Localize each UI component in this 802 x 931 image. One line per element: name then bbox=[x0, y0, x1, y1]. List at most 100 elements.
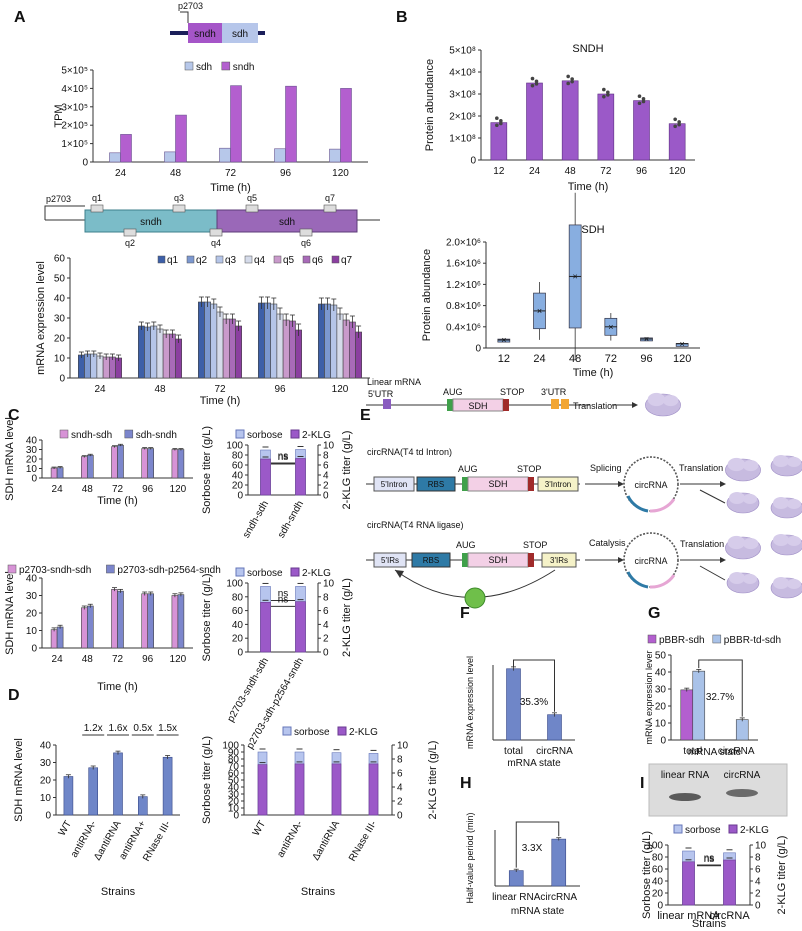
probe-label: q4 bbox=[211, 238, 221, 248]
legend-label: sdh bbox=[196, 62, 212, 73]
legend-label: p2703-sdh-p2564-sndh bbox=[117, 565, 220, 576]
process-label: Translation bbox=[680, 539, 724, 549]
bar-2klg bbox=[295, 458, 306, 496]
y-axis-label: mRNA expression level bbox=[465, 656, 475, 749]
probe-label: q1 bbox=[92, 193, 102, 203]
y-tick-label: 20 bbox=[652, 889, 664, 900]
legend-label: sorbose bbox=[685, 825, 721, 836]
element-label: 3'UTR bbox=[541, 387, 567, 397]
y-tick-label: 2×10⁵ bbox=[61, 121, 88, 132]
legend-swatch bbox=[273, 255, 282, 264]
legend-label: q6 bbox=[312, 255, 324, 266]
x-axis-label: Time (h) bbox=[568, 181, 609, 193]
y-tick-label: 50 bbox=[54, 274, 66, 285]
bar-sdh-sndh bbox=[56, 467, 64, 479]
bar-p2703-sndh-sdh bbox=[81, 607, 88, 649]
process-label: Translation bbox=[679, 463, 723, 473]
process-label: Catalysis bbox=[589, 538, 626, 548]
protein-blob-highlight bbox=[729, 492, 745, 504]
data-point bbox=[641, 97, 646, 101]
gene-box-sndh bbox=[188, 23, 222, 43]
bar-48 bbox=[561, 80, 579, 161]
y-tick-label: 90 bbox=[228, 748, 240, 759]
element-stop bbox=[528, 477, 534, 491]
gene-label: sdh bbox=[279, 217, 295, 228]
arrowhead bbox=[632, 402, 638, 408]
data-point bbox=[570, 77, 574, 81]
legend-label: q2 bbox=[196, 255, 208, 266]
arrowhead bbox=[618, 481, 624, 487]
y2-tick-label: 4 bbox=[755, 877, 761, 888]
data-point bbox=[606, 90, 610, 95]
process-label: Splicing bbox=[590, 463, 622, 473]
sig-label: ns bbox=[704, 853, 715, 864]
y-tick-label: 5×10⁵ bbox=[61, 66, 88, 77]
protein-blob-highlight bbox=[647, 392, 666, 407]
arrow bbox=[699, 565, 726, 581]
y2-tick-label: 10 bbox=[323, 441, 335, 452]
protein-blob-highlight bbox=[743, 574, 757, 584]
x-tick-label: ΔantiRNA bbox=[311, 819, 343, 863]
y2-axis-label: 2-KLG titer (g/L) bbox=[341, 578, 353, 657]
x-tick-label: 24 bbox=[52, 484, 64, 495]
y-tick-label: 40 bbox=[26, 436, 38, 447]
element-label: STOP bbox=[500, 387, 524, 397]
bar-q1 bbox=[138, 325, 145, 379]
protein-blob-highlight bbox=[663, 395, 679, 407]
x-tick-label: 48 bbox=[82, 484, 94, 495]
bar-2klg bbox=[257, 764, 268, 816]
x-tick-label: 24 bbox=[529, 166, 541, 177]
element-5irs bbox=[373, 552, 407, 568]
legend-swatch bbox=[647, 634, 657, 644]
bar-q1 bbox=[317, 303, 325, 379]
y-tick-label: 60 bbox=[54, 254, 66, 265]
process-label: Translation bbox=[573, 401, 617, 411]
bar-sdh bbox=[109, 152, 121, 163]
data-point bbox=[530, 83, 535, 88]
y-tick-label: 40 bbox=[232, 471, 244, 482]
probe-marker bbox=[209, 228, 223, 237]
bar-p2703-sndh-sdh bbox=[50, 629, 58, 649]
y-axis-label: SDH mRNA level bbox=[13, 738, 25, 822]
bar-sndh bbox=[120, 134, 132, 163]
y-tick-label: 1.6×10⁶ bbox=[446, 259, 481, 270]
x-tick-label: 120 bbox=[673, 353, 691, 365]
bar-sdh-sndh bbox=[87, 454, 94, 479]
construct-title: Linear mRNA bbox=[367, 377, 421, 387]
data-point bbox=[570, 79, 574, 84]
x-tick-label: 96 bbox=[274, 384, 286, 395]
bar-q3 bbox=[90, 353, 98, 379]
legend-label: q3 bbox=[225, 255, 237, 266]
x-tick-label: 24 bbox=[52, 654, 64, 665]
bar-q6 bbox=[109, 356, 116, 379]
y-tick-label: 1×10⁸ bbox=[449, 134, 476, 145]
x-tick-label: 48 bbox=[154, 384, 166, 395]
element-label: SDH bbox=[468, 401, 487, 411]
data-point bbox=[530, 76, 535, 81]
gel-lane-label: linear RNA bbox=[661, 770, 710, 781]
y-tick-label: 0 bbox=[237, 491, 243, 502]
probe-marker bbox=[299, 228, 313, 237]
y-tick-label: 5×10⁸ bbox=[449, 46, 476, 57]
legend-label: sdh-sndh bbox=[136, 430, 177, 441]
y-tick-label: 1.2×10⁶ bbox=[446, 280, 481, 291]
y2-tick-label: 4 bbox=[323, 471, 329, 482]
x-tick-label: 48 bbox=[565, 166, 577, 177]
bar-ΔantiRNA bbox=[113, 752, 123, 816]
circrna-arc bbox=[626, 495, 649, 513]
comparison-bracket bbox=[513, 659, 555, 712]
probe-label: q7 bbox=[325, 193, 335, 203]
x-tick-label: 96 bbox=[636, 166, 648, 177]
sig-label: ns bbox=[278, 452, 289, 463]
bar-total bbox=[506, 668, 521, 741]
bar-antiRNA- bbox=[88, 767, 98, 816]
ligase-enzyme bbox=[464, 587, 486, 609]
x-tick-label: 120 bbox=[669, 166, 686, 177]
promoter-label: p2703 bbox=[178, 1, 203, 11]
promoter-arrow bbox=[44, 205, 85, 220]
y-tick-label: 0 bbox=[31, 474, 37, 485]
bar-q4 bbox=[156, 328, 164, 379]
legend-swatch bbox=[184, 61, 194, 71]
sig-label: ns bbox=[704, 854, 715, 865]
